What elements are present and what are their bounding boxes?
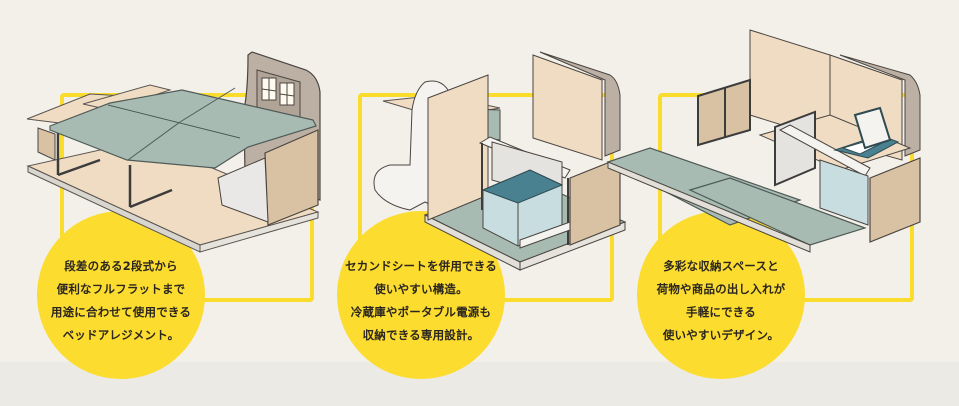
divider-board (427, 74, 489, 221)
caption-line: 段差のある2段式から (64, 259, 178, 273)
side-box (869, 157, 921, 243)
feature-panel-seat: セカンドシートを併用できる 使いやすい構造。 冷蔵庫やポータブル電源も 収納でき… (300, 0, 627, 406)
caption-line: 便利なフルフラットまで (56, 282, 186, 296)
feature-caption: 段差のある2段式から 便利なフルフラットまで 用途に合わせて使用できる ベッドア… (21, 255, 221, 347)
caption-line: 多彩な収納スペースと (663, 259, 779, 273)
caption-line: ベッドアレジメント。 (62, 328, 180, 342)
storage-kit-icon (606, 29, 921, 253)
yellow-circle (637, 211, 805, 379)
caption-line: 使いやすい構造。 (374, 282, 468, 296)
caption-line: 収納できる専用設計。 (362, 328, 480, 342)
caption-line: 荷物や商品の出し入れが (656, 282, 786, 296)
seat-and-fridge-kit-icon (373, 51, 627, 271)
caption-line: セカンドシートを併用できる (345, 259, 497, 273)
feature-panel-storage: 多彩な収納スペースと 荷物や商品の出し入れが 手軽にできる 使いやすいデザイン。 (600, 0, 921, 406)
cooler-box (819, 159, 869, 226)
back-wall (532, 54, 603, 161)
feature-caption: セカンドシートを併用できる 使いやすい構造。 冷蔵庫やポータブル電源も 収納でき… (321, 255, 521, 347)
caption-line: 冷蔵庫やポータブル電源も (350, 305, 492, 319)
mat-panel (49, 89, 317, 169)
mat-panel (688, 177, 867, 246)
caption-line: 使いやすいデザイン。 (662, 328, 780, 342)
two-tier-bed-kit-icon (26, 51, 321, 253)
caption-line: 用途に合わせて使用できる (50, 305, 192, 319)
feature-caption: 多彩な収納スペースと 荷物や商品の出し入れが 手軽にできる 使いやすいデザイン。 (621, 255, 821, 347)
caption-line: 手軽にできる (686, 305, 756, 319)
feature-panel-bed: 段差のある2段式から 便利なフルフラットまで 用途に合わせて使用できる ベッドア… (0, 0, 321, 406)
cooler-lid (853, 106, 892, 150)
